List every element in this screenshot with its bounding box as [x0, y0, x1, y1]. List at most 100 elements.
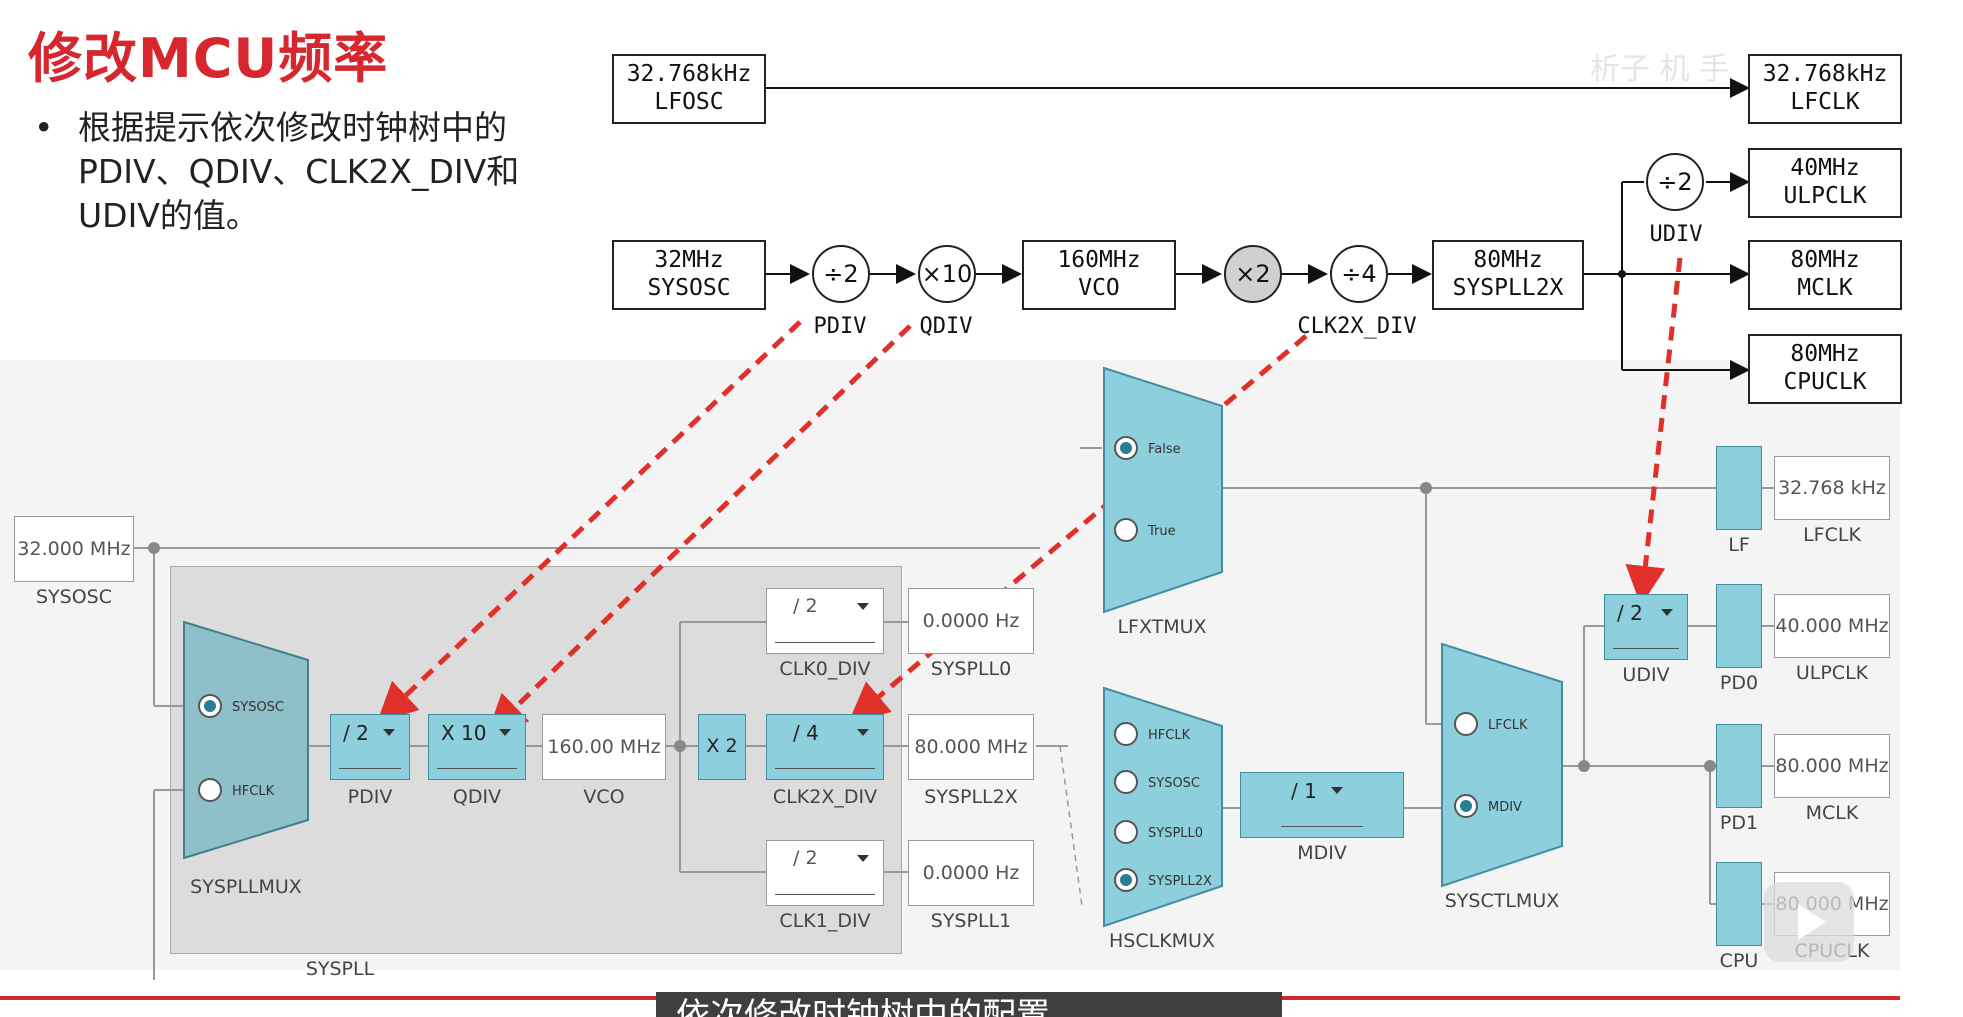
hsclkmux-radio-syspll0[interactable] — [1114, 820, 1138, 844]
chevron-down-icon — [1661, 609, 1673, 616]
mclk-out-label: MCLK — [1805, 802, 1859, 824]
pdiv-circle: ÷2 — [812, 245, 870, 303]
lfclk-name: LFCLK — [1790, 89, 1860, 115]
clk0-div-dropdown[interactable]: / 2 — [766, 588, 884, 654]
lfxtmux-shape — [1103, 366, 1223, 614]
pdiv-tool-label: PDIV — [347, 786, 393, 808]
pdiv-value: / 2 — [343, 721, 369, 745]
clk0-div-label: CLK0_DIV — [779, 658, 871, 680]
sysctlmux-shape — [1441, 642, 1563, 888]
lfxtmux-label: LFXTMUX — [1117, 616, 1207, 638]
subtitle-text: 依次修改时钟树中的配置 — [676, 996, 1050, 1017]
mclk-freq: 80MHz — [1790, 247, 1860, 273]
lf-gate-label: LF — [1728, 534, 1750, 556]
vco-freq: 160MHz — [1057, 247, 1141, 273]
hsclkmux-radio-sysosc[interactable] — [1114, 770, 1138, 794]
pd1-gate — [1716, 724, 1762, 808]
hsclkmux-option-sysosc: SYSOSC — [1148, 776, 1201, 791]
cpuclk-freq: 80MHz — [1790, 341, 1860, 367]
lfosc-block: 32.768kHz LFOSC — [612, 54, 766, 124]
hsclkmux-radio-hfclk[interactable] — [1114, 722, 1138, 746]
qdiv-tool-label: QDIV — [452, 786, 502, 808]
syspllmux-option-hfclk: HFCLK — [232, 784, 275, 799]
clk0-div-value: / 2 — [793, 595, 818, 617]
clk2x-div-label: CLK2X_DIV — [1297, 314, 1417, 339]
cpuclk-name: CPUCLK — [1783, 369, 1867, 395]
lfxtmux-radio-true[interactable] — [1114, 518, 1138, 542]
mdiv-dropdown[interactable]: / 1 — [1240, 772, 1404, 838]
ulpclk-block: 40MHz ULPCLK — [1748, 148, 1902, 218]
clk2x-div-tool-label: CLK2X_DIV — [772, 786, 878, 808]
clk1-div-value: / 2 — [793, 847, 818, 869]
ulpclk-name: ULPCLK — [1783, 183, 1867, 209]
ulpclk-value-box: 40.000 MHz — [1774, 594, 1890, 658]
sysctlmux-radio-lfclk[interactable] — [1454, 712, 1478, 736]
chevron-down-icon — [1331, 787, 1343, 794]
sysosc-label: SYSOSC — [35, 586, 112, 608]
qdiv-label: QDIV — [919, 314, 973, 339]
ulpclk-out-label: ULPCLK — [1795, 662, 1869, 684]
syspll0-value-box: 0.0000 Hz — [908, 588, 1034, 654]
chevron-down-icon — [857, 855, 869, 862]
hsclkmux-option-syspll2x: SYSPLL2X — [1148, 874, 1212, 889]
cpuclk-block: 80MHz CPUCLK — [1748, 334, 1902, 404]
hsclkmux-option-hfclk: HFCLK — [1148, 728, 1191, 743]
clk2x-div-value: / 4 — [793, 721, 819, 745]
udiv-label: UDIV — [1649, 222, 1703, 247]
syspll0-label: SYSPLL0 — [930, 658, 1012, 680]
sysctlmux-option-lfclk: LFCLK — [1488, 718, 1528, 733]
lfclk-value-box: 32.768 kHz — [1774, 456, 1890, 520]
udiv-value: / 2 — [1617, 601, 1643, 625]
sysosc-block: 32MHz SYSOSC — [612, 240, 766, 310]
hsclkmux-radio-syspll2x[interactable] — [1114, 868, 1138, 892]
udiv-tool-label: UDIV — [1622, 664, 1670, 686]
syspllmux-radio-sysosc[interactable] — [198, 694, 222, 718]
qdiv-circle: ×10 — [918, 245, 976, 303]
sysctlmux-option-mdiv: MDIV — [1488, 800, 1522, 815]
qdiv-dropdown[interactable]: X 10 — [428, 714, 526, 780]
pd1-gate-label: PD1 — [1719, 812, 1759, 834]
mclk-value-box: 80.000 MHz — [1774, 734, 1890, 798]
lfosc-name: LFOSC — [654, 89, 724, 115]
udiv-dropdown[interactable]: / 2 — [1604, 594, 1688, 660]
watermark: 析子 机 手 — [1590, 52, 1730, 87]
syspllmux-radio-hfclk[interactable] — [198, 778, 222, 802]
vco-name: VCO — [1078, 275, 1120, 301]
syspll1-label: SYSPLL1 — [930, 910, 1012, 932]
play-icon[interactable] — [1764, 882, 1854, 962]
lfxtmux-radio-false[interactable] — [1114, 436, 1138, 460]
clk2x-div-circle: ÷4 — [1330, 245, 1388, 303]
chevron-down-icon — [857, 603, 869, 610]
slide-title: 修改MCU频率 — [28, 27, 389, 90]
sysosc-value-box[interactable]: 32.000 MHz — [14, 516, 134, 582]
lfxtmux-option-false: False — [1148, 442, 1181, 457]
clk1-div-dropdown[interactable]: / 2 — [766, 840, 884, 906]
pdiv-dropdown[interactable]: / 2 — [330, 714, 410, 780]
sysosc-freq: 32MHz — [654, 247, 724, 273]
sysctlmux-label: SYSCTLMUX — [1444, 890, 1560, 912]
syspll-group-label: SYSPLL — [305, 958, 375, 980]
syspllmux-option-sysosc: SYSOSC — [232, 700, 285, 715]
pd0-gate-label: PD0 — [1719, 672, 1759, 694]
video-subtitle: 依次修改时钟树中的配置 — [656, 992, 1282, 1017]
clk2x-div-dropdown[interactable]: / 4 — [766, 714, 884, 780]
lfclk-block: 32.768kHz LFCLK — [1748, 54, 1902, 124]
vco-value-box: 160.00 MHz — [542, 714, 666, 780]
lfclk-out-label: LFCLK — [1803, 524, 1861, 546]
hsclkmux-shape — [1103, 686, 1223, 928]
udiv-circle: ÷2 — [1646, 153, 1704, 211]
mdiv-label: MDIV — [1297, 842, 1347, 864]
chevron-down-icon — [857, 729, 869, 736]
vco-block: 160MHz VCO — [1022, 240, 1176, 310]
x2-value: X 2 — [706, 735, 738, 757]
clk1-div-label: CLK1_DIV — [779, 910, 871, 932]
mclk-name: MCLK — [1797, 275, 1853, 301]
sysctlmux-radio-mdiv[interactable] — [1454, 794, 1478, 818]
syspllmux-shape — [183, 620, 309, 860]
ulpclk-freq: 40MHz — [1790, 155, 1860, 181]
x2-circle: ×2 — [1224, 245, 1282, 303]
bullet-marker: • — [34, 108, 54, 147]
chevron-down-icon — [383, 729, 395, 736]
syspll2x-freq: 80MHz — [1473, 247, 1543, 273]
pd0-gate — [1716, 584, 1762, 668]
